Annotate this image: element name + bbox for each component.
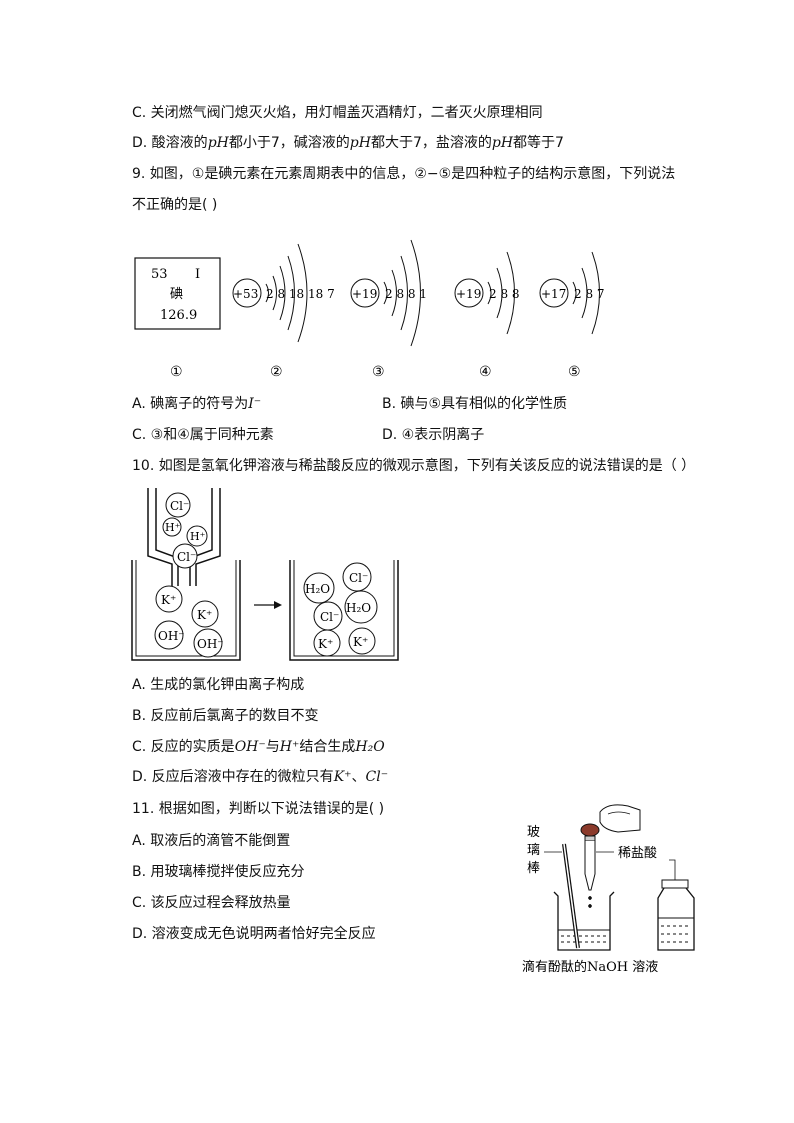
potassium-ion-symbol: K⁺: [333, 769, 352, 785]
nucleus-charge: +53: [233, 287, 258, 301]
q10-d-separator: 、: [351, 769, 366, 785]
particle-label: Cl⁻: [320, 610, 339, 624]
q11-option-a: A. 取液后的滴管不能倒置: [132, 833, 291, 849]
figure-label-4: ④: [479, 364, 492, 380]
particles-after: H₂O Cl⁻ H₂O Cl⁻ K⁺ K⁺: [303, 562, 378, 657]
q11-stem: 11. 根据如图，判断以下说法错误的是( ): [132, 801, 385, 817]
solution-label: 滴有酚酞的NaOH 溶液: [522, 959, 658, 975]
q10-reaction-diagram: Cl⁻ H⁺ H⁺ Cl⁻ K⁺ K⁺ OH⁻ OH⁻ H₂O Cl⁻ H₂O …: [131, 488, 399, 661]
beaker-after: [289, 560, 399, 661]
ion-label: OH⁻: [197, 637, 224, 651]
dropper-tube: [147, 488, 221, 586]
potassium-atom-diagram: +19 2 8 8 1: [350, 239, 427, 347]
particle-label: H₂O: [305, 582, 330, 596]
ion-label: K⁺: [161, 593, 176, 607]
ion-label: Cl⁻: [170, 499, 189, 513]
q10-c-part3: 结合生成: [299, 739, 356, 755]
q9-stem-line2: 不正确的是( ): [132, 197, 218, 213]
ions-before: Cl⁻ H⁺ H⁺ Cl⁻ K⁺ K⁺ OH⁻ OH⁻: [154, 492, 224, 658]
iodine-atom-diagram: +53 2 8 18 18 7: [232, 243, 335, 343]
rod-label-char: 璃: [527, 843, 540, 858]
q9-option-b: B. 碘与⑤具有相似的化学性质: [382, 396, 568, 412]
electron-shells: 2 8 8 1: [385, 287, 427, 301]
q11-option-b: B. 用玻璃棒搅拌使反应充分: [132, 864, 305, 880]
q8-d-part2: 都小于7，碱溶液的: [228, 135, 350, 151]
figure-label-5: ⑤: [568, 364, 581, 380]
water-formula: H₂O: [355, 739, 385, 755]
acid-label: 稀盐酸: [618, 846, 657, 861]
rod-label-char: 玻: [527, 825, 540, 840]
q11-option-c: C. 该反应过程会释放热量: [132, 895, 291, 911]
q8-d-part4: 都等于7: [513, 135, 564, 151]
reaction-arrow: [254, 601, 282, 609]
reagent-bottle: [657, 879, 695, 951]
electron-shells: 2 8 8: [489, 287, 520, 301]
chlorine-atom-diagram: +17 2 8 7: [539, 251, 605, 335]
q10-c-part2: 与: [265, 739, 280, 755]
q9-figure: 53 I 碘 126.9 +53 2 8 18 18 7 +19 2 8 8 1…: [134, 239, 605, 380]
q11-option-d: D. 溶液变成无色说明两者恰好完全反应: [132, 926, 376, 942]
figure-label-3: ③: [372, 364, 385, 380]
hydroxide-symbol: OH⁻: [234, 739, 266, 755]
beaker-with-glass-rod: [553, 843, 615, 951]
electron-shells: 2 8 7: [574, 287, 605, 301]
hand-with-dropper-icon: [580, 804, 641, 908]
atomic-mass: 126.9: [160, 308, 197, 323]
element-symbol: I: [195, 267, 200, 282]
q8-d-part3: 都大于7，盐溶液的: [370, 135, 492, 151]
q10-option-c: C. 反应的实质是OH⁻与H⁺结合生成H₂O: [132, 738, 385, 756]
figure-label-2: ②: [270, 364, 283, 380]
q8-option-d: D. 酸溶液的pH都小于7，碱溶液的pH都大于7，盐溶液的pH都等于7: [132, 134, 564, 152]
particle-label: Cl⁻: [349, 571, 368, 585]
q8-option-c: C. 关闭燃气阀门熄灭火焰，用灯帽盖灭酒精灯，二者灭火原理相同: [132, 105, 543, 121]
q10-option-b: B. 反应前后氯离子的数目不变: [132, 708, 319, 724]
q10-stem: 10. 如图是氢氧化钾溶液与稀盐酸反应的微观示意图，下列有关该反应的说法错误的是…: [132, 458, 696, 474]
q9-stem-line1: 9. 如图，①是碘元素在元素周期表中的信息，②−⑤是四种粒子的结构示意图，下列说…: [132, 166, 676, 182]
hydrogen-ion-symbol: H⁺: [279, 739, 300, 755]
electron-shells: 2 8 18 18 7: [266, 287, 335, 301]
potassium-ion-diagram: +19 2 8 8: [454, 251, 520, 335]
nucleus-charge: +19: [352, 287, 377, 301]
chloride-ion-symbol: Cl⁻: [365, 769, 389, 785]
beaker-before: [131, 560, 241, 661]
nucleus-charge: +17: [541, 287, 566, 301]
ph-symbol: pH: [207, 135, 229, 151]
q10-d-part1: D. 反应后溶液中存在的微粒只有: [132, 769, 334, 785]
periodic-table-cell: 53 I 碘 126.9: [134, 257, 221, 330]
q9-option-c: C. ③和④属于同种元素: [132, 427, 274, 443]
atomic-number: 53: [151, 267, 168, 282]
ion-label: K⁺: [197, 608, 212, 622]
particle-label: H₂O: [346, 601, 371, 615]
figure-label-1: ①: [170, 364, 183, 380]
ph-symbol: pH: [349, 135, 371, 151]
ion-label: OH⁻: [158, 629, 185, 643]
q10-option-a: A. 生成的氯化钾由离子构成: [132, 677, 305, 693]
q8-d-part1: D. 酸溶液的: [132, 135, 208, 151]
ion-label: H⁺: [190, 530, 206, 543]
q10-c-part1: C. 反应的实质是: [132, 739, 235, 755]
rod-label-char: 棒: [527, 861, 540, 876]
q10-option-d: D. 反应后溶液中存在的微粒只有K⁺、Cl⁻: [132, 768, 388, 786]
q9-a-text: A. 碘离子的符号为: [132, 396, 249, 412]
q11-experiment-figure: 玻 璃 棒 稀盐酸 滴有酚酞的NaOH 溶液: [522, 804, 695, 975]
ion-label: Cl⁻: [177, 550, 196, 564]
nucleus-charge: +19: [456, 287, 481, 301]
q9-option-a: A. 碘离子的符号为I⁻: [132, 395, 261, 413]
q9-option-d: D. ④表示阴离子: [382, 427, 485, 443]
iodide-symbol: I⁻: [248, 396, 262, 412]
particle-label: K⁺: [318, 637, 333, 651]
ion-label: H⁺: [165, 521, 181, 534]
element-name: 碘: [170, 287, 183, 302]
particle-label: K⁺: [353, 635, 368, 649]
ph-symbol: pH: [491, 135, 514, 151]
